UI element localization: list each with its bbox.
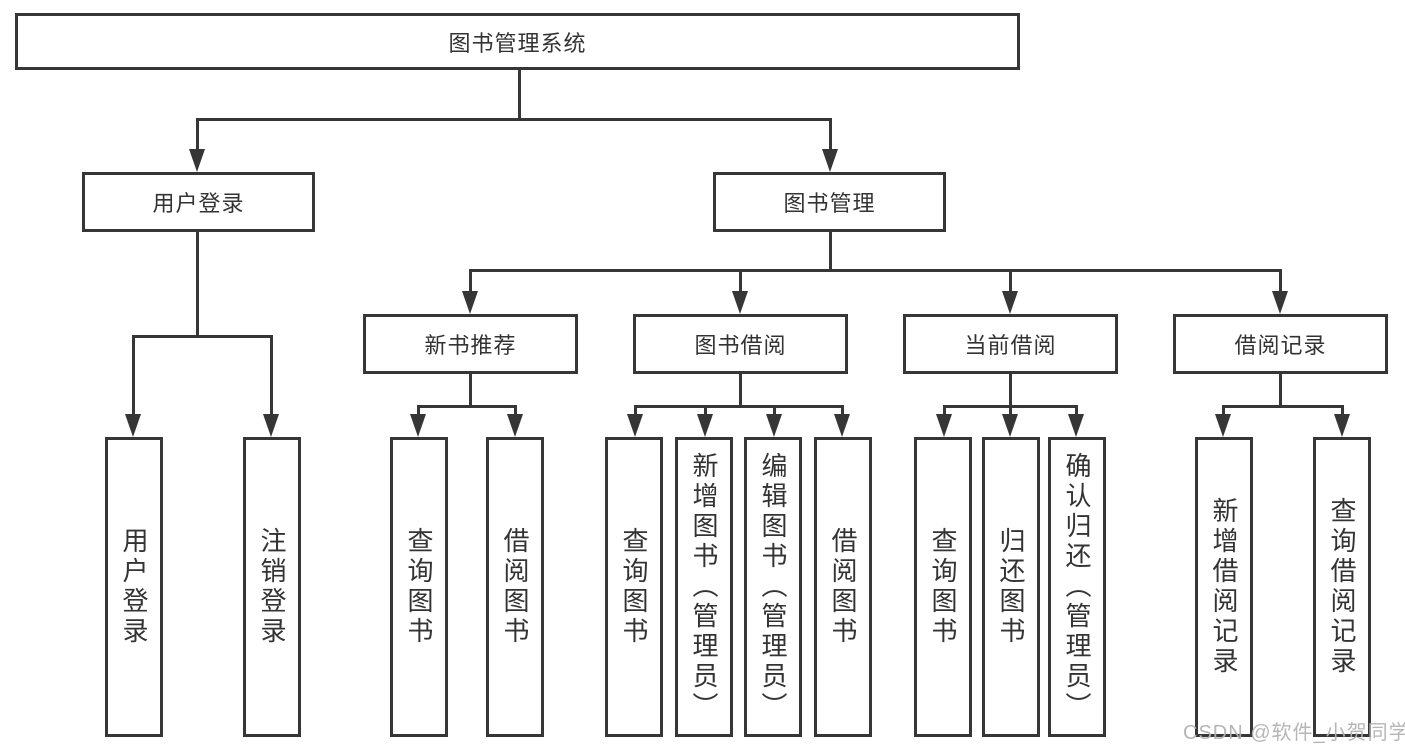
connector-line xyxy=(196,118,832,121)
node-leaf-confirm-return-admin: 确认归还（管理员） xyxy=(1048,437,1106,737)
node-leaf-borrow-books-borrow: 借阅图书 xyxy=(814,437,872,737)
connector-line xyxy=(196,118,199,158)
connector-line xyxy=(132,335,135,425)
arrowhead-down-icon xyxy=(627,414,643,437)
connector-line xyxy=(469,269,472,299)
arrowhead-down-icon xyxy=(1002,414,1018,437)
node-book-borrow: 图书借阅 xyxy=(633,314,848,374)
connector-line xyxy=(829,232,832,272)
watermark-text: CSDN @软件_小贺同学 xyxy=(1183,722,1405,744)
arrowhead-down-icon xyxy=(507,414,523,437)
arrowhead-down-icon xyxy=(732,291,748,314)
node-leaf-borrow-books-recommend: 借阅图书 xyxy=(486,437,544,737)
connector-line xyxy=(417,405,517,408)
connector-line xyxy=(1009,374,1012,407)
connector-line xyxy=(829,118,832,158)
arrowhead-down-icon xyxy=(462,291,478,314)
connector-line xyxy=(518,70,521,120)
node-leaf-add-borrow-record: 新增借阅记录 xyxy=(1195,437,1253,737)
arrowhead-down-icon xyxy=(1215,414,1231,437)
node-leaf-return-book: 归还图书 xyxy=(982,437,1040,737)
arrowhead-down-icon xyxy=(1334,414,1350,437)
arrowhead-down-icon xyxy=(1272,291,1288,314)
connector-line xyxy=(270,335,273,425)
connector-line xyxy=(739,374,742,407)
arrowhead-down-icon xyxy=(263,414,279,437)
arrowhead-down-icon xyxy=(1002,291,1018,314)
arrowhead-down-icon xyxy=(410,414,426,437)
node-leaf-query-books-borrow: 查询图书 xyxy=(605,437,663,737)
connector-line xyxy=(196,232,199,338)
connector-line xyxy=(739,269,742,299)
node-library-system: 图书管理系统 xyxy=(15,13,1020,70)
node-current-borrow: 当前借阅 xyxy=(903,314,1118,374)
arrowhead-down-icon xyxy=(125,414,141,437)
arrowhead-down-icon xyxy=(766,414,782,437)
node-user-login: 用户登录 xyxy=(82,172,315,232)
arrowhead-down-icon xyxy=(834,414,850,437)
arrowhead-down-icon xyxy=(697,414,713,437)
arrowhead-down-icon xyxy=(189,149,205,172)
connector-line xyxy=(132,335,273,338)
connector-line xyxy=(1279,269,1282,299)
node-leaf-query-books-recommend: 查询图书 xyxy=(390,437,448,737)
node-leaf-add-book-admin: 新增图书（管理员） xyxy=(675,437,733,737)
connector-line xyxy=(469,269,1282,272)
node-borrow-records: 借阅记录 xyxy=(1173,314,1388,374)
node-leaf-user-login: 用户登录 xyxy=(105,437,163,737)
arrowhead-down-icon xyxy=(936,414,952,437)
connector-line xyxy=(1009,269,1012,299)
connector-line xyxy=(634,405,844,408)
arrowhead-down-icon xyxy=(822,149,838,172)
node-leaf-logout: 注销登录 xyxy=(243,437,301,737)
node-book-management: 图书管理 xyxy=(713,172,946,232)
connector-line xyxy=(1279,374,1282,407)
node-new-book-recommend: 新书推荐 xyxy=(363,314,578,374)
connector-line xyxy=(1222,405,1343,408)
arrowhead-down-icon xyxy=(1068,414,1084,437)
node-leaf-query-borrow-record: 查询借阅记录 xyxy=(1313,437,1371,737)
node-leaf-query-books-current: 查询图书 xyxy=(914,437,972,737)
node-leaf-edit-book-admin: 编辑图书（管理员） xyxy=(744,437,802,737)
connector-line xyxy=(469,374,472,407)
